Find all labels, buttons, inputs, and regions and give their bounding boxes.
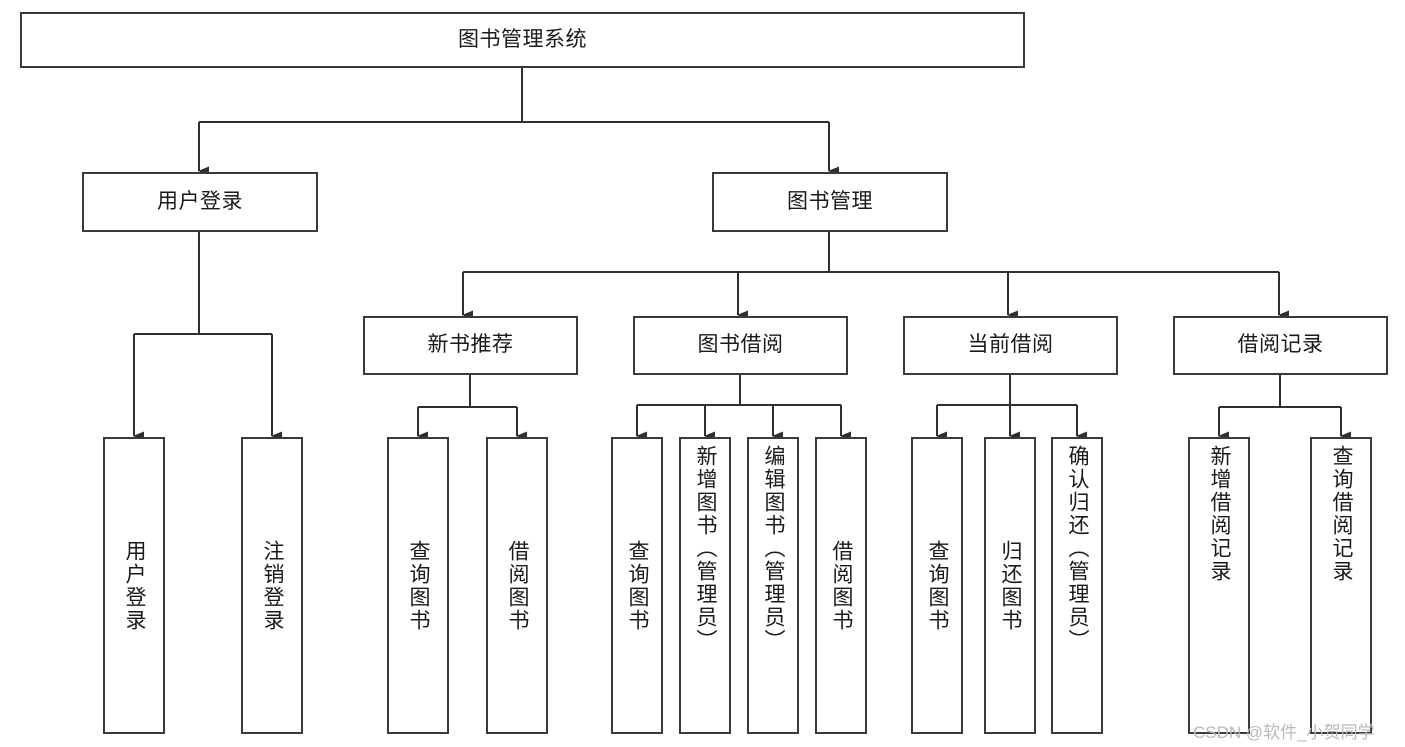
node-label-leaf-rec-borrow: 借阅图书 <box>506 539 530 632</box>
node-label-leaf-cb-confirm: 确认归还（管理员） <box>1066 445 1090 652</box>
node-label-leaf-br-query: 查询借阅记录 <box>1330 445 1354 583</box>
node-label-user-login: 用户登录 <box>157 189 243 213</box>
node-leaf-user-logout[interactable]: 注销登录 <box>241 437 303 734</box>
node-user-login[interactable]: 用户登录 <box>82 172 318 232</box>
node-leaf-rec-query[interactable]: 查询图书 <box>387 437 449 734</box>
csdn-watermark: CSDN @软件_小贺同学 <box>1193 723 1375 742</box>
node-label-book-borrow: 图书借阅 <box>697 333 784 357</box>
node-leaf-bb-query[interactable]: 查询图书 <box>611 437 663 734</box>
node-leaf-user-login[interactable]: 用户登录 <box>103 437 165 734</box>
node-label-leaf-bb-edit: 编辑图书（管理员） <box>762 445 786 652</box>
node-leaf-br-add[interactable]: 新增借阅记录 <box>1188 437 1250 734</box>
node-borrow-record[interactable]: 借阅记录 <box>1173 316 1388 375</box>
node-book-borrow[interactable]: 图书借阅 <box>633 316 848 375</box>
edges-group <box>132 68 1351 441</box>
node-label-borrow-record: 借阅记录 <box>1237 333 1324 357</box>
node-new-book-rec[interactable]: 新书推荐 <box>363 316 578 375</box>
node-label-root: 图书管理系统 <box>458 27 587 51</box>
node-label-leaf-cb-return: 归还图书 <box>999 539 1023 632</box>
node-leaf-cb-confirm[interactable]: 确认归还（管理员） <box>1051 437 1103 734</box>
node-label-leaf-user-logout: 注销登录 <box>261 539 285 632</box>
node-leaf-cb-return[interactable]: 归还图书 <box>984 437 1036 734</box>
node-label-leaf-bb-add: 新增图书（管理员） <box>694 445 718 652</box>
node-label-new-book-rec: 新书推荐 <box>427 333 514 357</box>
node-leaf-bb-add[interactable]: 新增图书（管理员） <box>679 437 731 734</box>
node-current-borrow[interactable]: 当前借阅 <box>903 316 1118 375</box>
node-label-current-borrow: 当前借阅 <box>967 333 1054 357</box>
node-leaf-br-query[interactable]: 查询借阅记录 <box>1310 437 1372 734</box>
node-label-leaf-bb-borrow: 借阅图书 <box>830 539 854 632</box>
node-label-leaf-br-add: 新增借阅记录 <box>1208 445 1232 583</box>
node-label-book-mgmt: 图书管理 <box>787 189 873 213</box>
node-root[interactable]: 图书管理系统 <box>20 12 1025 68</box>
node-leaf-bb-borrow[interactable]: 借阅图书 <box>815 437 867 734</box>
node-label-leaf-rec-query: 查询图书 <box>407 539 431 632</box>
node-leaf-bb-edit[interactable]: 编辑图书（管理员） <box>747 437 799 734</box>
node-label-leaf-user-login: 用户登录 <box>123 539 147 632</box>
node-label-leaf-bb-query: 查询图书 <box>626 539 650 632</box>
node-label-leaf-cb-query: 查询图书 <box>926 539 950 632</box>
node-book-mgmt[interactable]: 图书管理 <box>712 172 948 232</box>
node-leaf-rec-borrow[interactable]: 借阅图书 <box>486 437 548 734</box>
node-leaf-cb-query[interactable]: 查询图书 <box>911 437 963 734</box>
